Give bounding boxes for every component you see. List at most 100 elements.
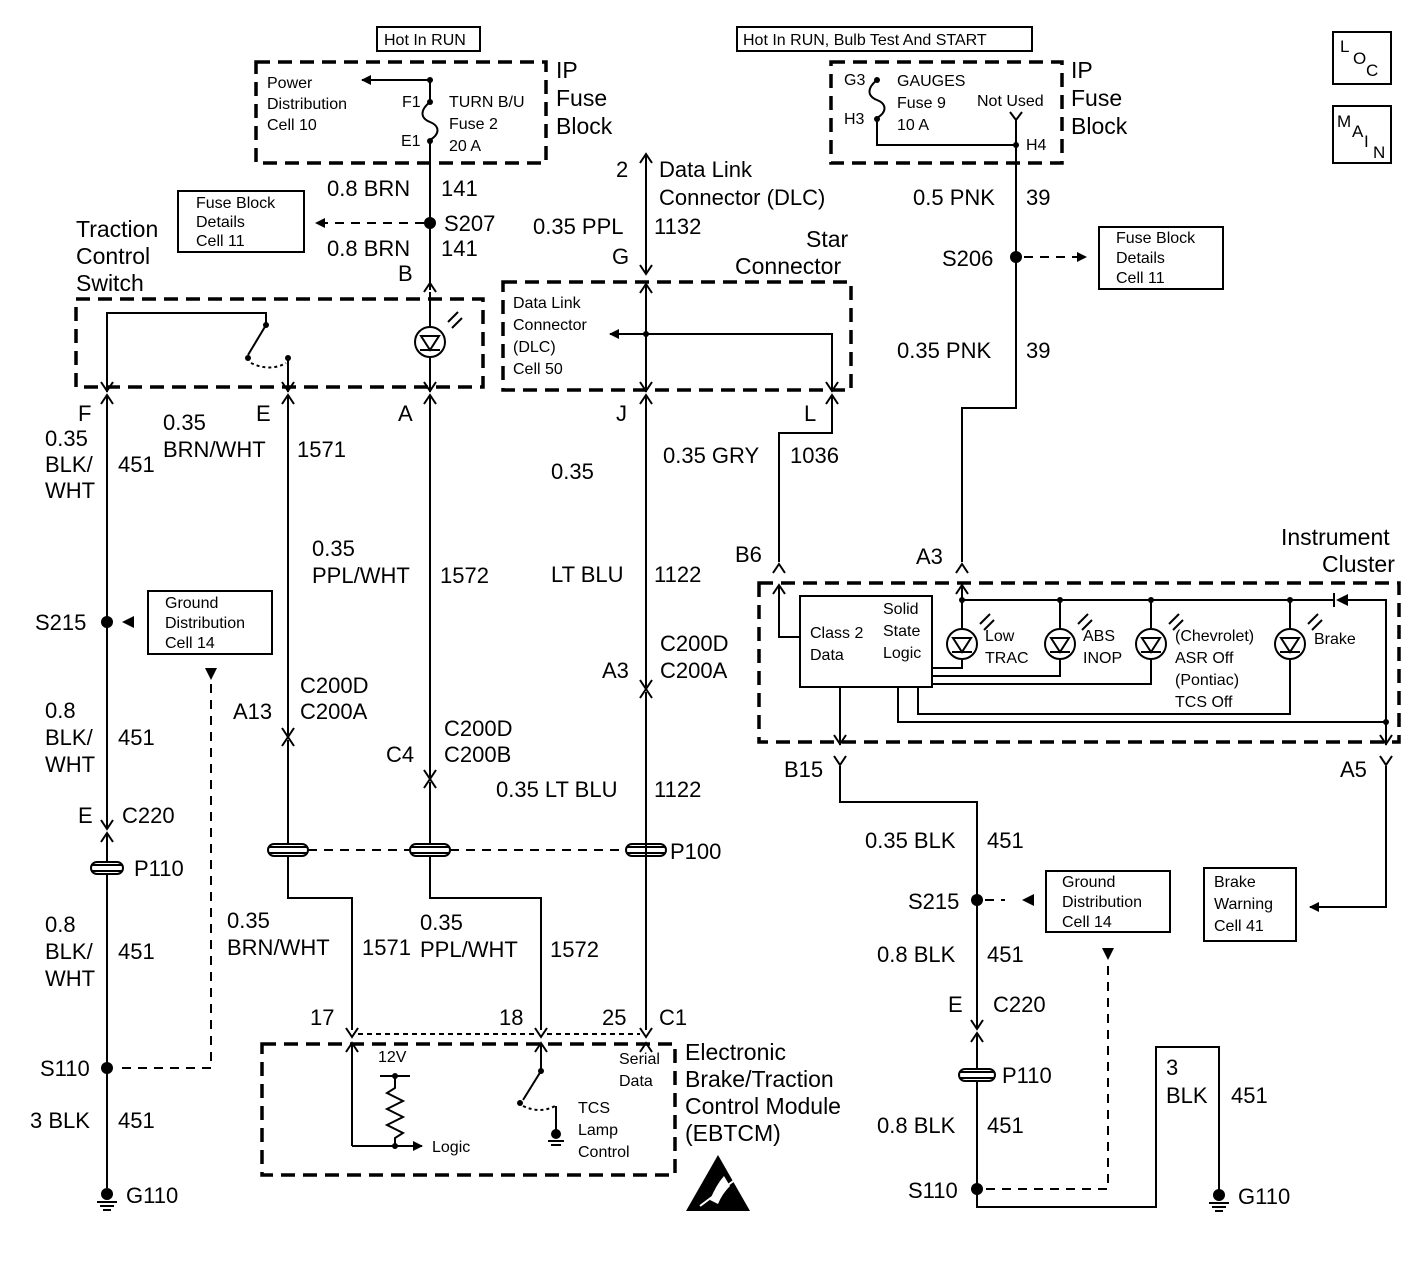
dlc-pin-2: 2: [616, 157, 628, 182]
ebtcm-title: Electronic: [685, 1039, 786, 1065]
wire-1572-gauge: 0.35: [312, 536, 355, 561]
esd-warning-icon: [686, 1155, 750, 1211]
hot-in-run-bulb-box: [736, 26, 1033, 52]
fuse9-not-used-connector: [1009, 111, 1023, 124]
fuse-block-details-label-right-2: Details: [1116, 250, 1165, 267]
pin-a-connector: [423, 393, 437, 405]
splice-s215-left: [101, 616, 113, 628]
s215-right-pointer: [1022, 894, 1034, 906]
wire-1572-lower-gauge: 0.35: [420, 910, 463, 935]
splice-s110-left: [101, 1062, 113, 1074]
fuse-block-details-box-right[interactable]: [1098, 226, 1224, 290]
wire-39-circuit-2: 39: [1026, 338, 1050, 363]
wire-451-left3-color-2: WHT: [45, 966, 95, 991]
star-dlc-label-2: Connector: [513, 317, 587, 334]
wire-1571-lower-gauge: 0.35: [227, 908, 270, 933]
wire-1036-circuit: 1036: [790, 443, 839, 468]
wire-1132-circuit: 1132: [654, 214, 701, 239]
ground-dist-left-dashed: [115, 684, 212, 1069]
switch-contact-icon: [106, 312, 291, 392]
fuse9-label-3: 10 A: [897, 117, 929, 134]
c220-left-label: C220: [122, 803, 175, 828]
pin-a-connector-upper: [423, 381, 437, 393]
fuse9-pin-h4: H4: [1026, 137, 1047, 154]
instrument-cluster-label: Instrument: [1281, 524, 1390, 550]
star-dlc-label-4: Cell 50: [513, 361, 563, 378]
serial-data-label: Serial: [619, 1051, 660, 1068]
ground-distribution-label-left: Ground: [165, 595, 218, 612]
c220-left-connector-upper: [100, 819, 114, 831]
ground-g110-right-label: G110: [1238, 1184, 1290, 1209]
wire-1122-color: LT BLU: [551, 562, 624, 587]
brake-ssl-wire: [897, 687, 1386, 723]
ssl-label-2: State: [883, 623, 920, 640]
ground-distribution-box-right[interactable]: [1045, 870, 1171, 933]
ground-distribution-box-left[interactable]: [147, 590, 273, 655]
instrument-cluster-box: [757, 581, 1401, 744]
star-branch-l: [646, 333, 833, 391]
fuse9-element: [868, 79, 886, 119]
star-connector-label: Star: [806, 226, 849, 252]
ebtcm-connector-c1: C1: [659, 1005, 687, 1030]
wire-451-left3-gauge: 0.8: [45, 912, 76, 937]
svg-text:A: A: [1352, 122, 1364, 141]
splice-s110-right-label: S110: [908, 1178, 958, 1203]
loc-icon[interactable]: L O C: [1332, 31, 1392, 85]
ebtcm-pin-25: 25: [602, 1005, 626, 1030]
hot-in-run-label: Hot In RUN: [384, 32, 466, 49]
c200-a13-connector: [281, 735, 295, 747]
splice-s215-right-label: S215: [908, 889, 959, 914]
low-trac-lamp-icon: [932, 600, 995, 669]
cluster-pin-b15: B15: [784, 757, 823, 782]
wire-1571-gauge: 0.35: [163, 410, 206, 435]
star-dlc-label: Data Link: [513, 295, 582, 312]
ebtcm-logic-label: Logic: [432, 1139, 470, 1156]
c220-left-connector: [100, 831, 114, 843]
c220-left-pin: E: [78, 803, 93, 828]
cluster-b15-connector: [833, 755, 847, 767]
pin-e-connector: [281, 393, 295, 405]
p100-passthrough-1571: [267, 843, 309, 857]
wire-1572-color: PPL/WHT: [312, 563, 410, 588]
ebtcm-title-3: Control Module: [685, 1093, 841, 1119]
p110-right-label: P110: [1002, 1063, 1052, 1088]
ground-distribution-label-right-2: Distribution: [1062, 894, 1142, 911]
wire-451-right4-gauge: 3: [1166, 1055, 1178, 1080]
cluster-pin-b6: B6: [735, 542, 762, 567]
pin-f-connector: [100, 393, 114, 405]
hot-in-run-bulb-label: Hot In RUN, Bulb Test And START: [743, 32, 987, 49]
abs-inop-label-2: INOP: [1083, 650, 1122, 667]
ebtcm-title-2: Brake/Traction: [685, 1066, 834, 1092]
class2-data-label-2: Data: [810, 647, 844, 664]
brake-warning-box[interactable]: [1203, 867, 1297, 942]
wire-1036: [778, 397, 833, 562]
splice-s207: [424, 217, 436, 229]
star-connector-box: [501, 280, 853, 392]
ground-dist-right-dashed: [986, 966, 1109, 1190]
star-pin-l: L: [804, 401, 816, 426]
dlc-label-2: Connector (DLC): [659, 185, 825, 210]
svg-text:N: N: [1373, 143, 1385, 162]
hot-in-run-box: [376, 26, 481, 52]
splice-s206-label: S206: [942, 246, 993, 271]
tcs-lamp-control-switch-icon: [517, 1068, 564, 1146]
ebtcm-pin-18-connector: [534, 1027, 548, 1039]
wire-1572-lower-circuit: 1572: [550, 937, 599, 962]
ip-fuse-block-label-right-3: Block: [1071, 113, 1128, 139]
wire-451-left4-circuit: 451: [118, 1108, 155, 1133]
wire-451-right2-circuit: 451: [987, 942, 1024, 967]
splice-s110-left-label: S110: [40, 1056, 90, 1081]
wire-141-circuit: 141: [441, 176, 478, 201]
wire-141-gauge-2: 0.8 BRN: [327, 236, 410, 261]
asr-tcs-off-label-3: (Pontiac): [1175, 672, 1239, 689]
c200-a3-label-2: C200A: [660, 658, 728, 683]
p100-passthrough-1572: [409, 843, 451, 857]
svg-text:C: C: [1366, 61, 1378, 80]
main-icon[interactable]: M A I N: [1332, 105, 1392, 164]
wire-1122-gauge: 0.35: [551, 459, 594, 484]
ground-g110-right-icon: [1209, 1189, 1229, 1212]
fuse-block-details-box-left[interactable]: [177, 190, 305, 253]
fuse-block-details-label-left-2: Details: [196, 214, 245, 231]
svg-text:L: L: [1340, 37, 1349, 56]
dlc-connector-g: [639, 264, 653, 276]
